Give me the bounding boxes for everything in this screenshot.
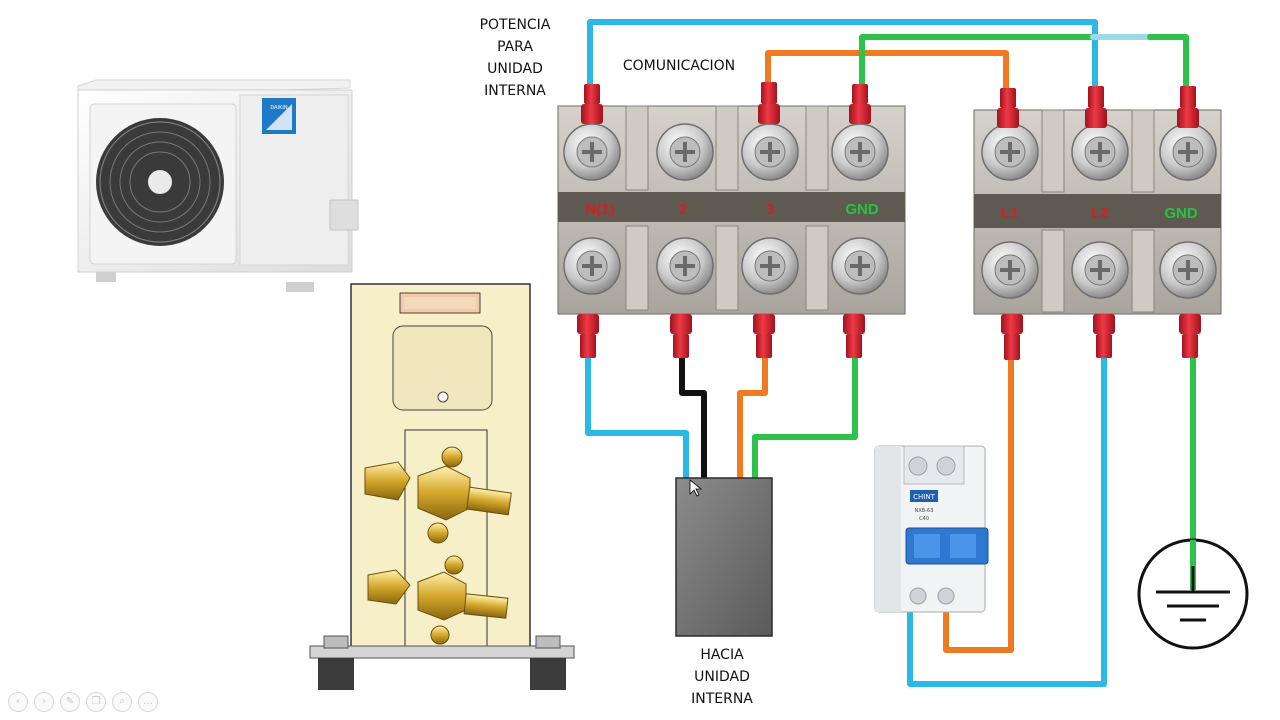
pen-icon[interactable]: ✎ (60, 692, 80, 712)
forward-icon[interactable]: › (34, 692, 54, 712)
label-potencia: POTENCIA PARA UNIDAD INTERNA (479, 17, 551, 99)
wire-green-bottom (752, 352, 858, 483)
valve-panel (309, 283, 575, 690)
svg-text:CHINT: CHINT (913, 493, 935, 501)
more-icon[interactable]: … (138, 692, 158, 712)
terminal-screw-top (1159, 123, 1217, 181)
svg-text:C40: C40 (919, 516, 929, 522)
terminal-screw-top (981, 123, 1039, 181)
ground-symbol-icon (1137, 538, 1249, 650)
terminal-label-gnd-b: GND (1164, 205, 1198, 222)
wires (585, 19, 1196, 687)
terminal-screw-bottom (831, 237, 889, 295)
crimp-connector (670, 314, 692, 358)
terminal-screw-top (656, 123, 714, 181)
terminal-labels-b: L1 L2 GND (1001, 205, 1198, 222)
crimp-connector (997, 88, 1019, 128)
svg-text:DAIKIN: DAIKIN (270, 105, 287, 111)
crimp-connector (1179, 314, 1201, 358)
terminal-screw-top (563, 123, 621, 181)
junction-box (675, 477, 773, 637)
terminal-screw-top (1071, 123, 1129, 181)
copy-icon[interactable]: ❐ (86, 692, 106, 712)
crimp-connector (843, 314, 865, 358)
wire-blue-bottom (585, 352, 689, 483)
wire-black-bottom (679, 352, 707, 483)
zoom-icon[interactable]: ⌕ (112, 692, 132, 712)
terminal-screw-bottom (741, 237, 799, 295)
crimp-connector (753, 314, 775, 358)
terminal-screw-top (741, 123, 799, 181)
terminal-label-n1: N(1) (585, 201, 614, 218)
terminal-screw-top (831, 123, 889, 181)
back-icon[interactable]: ‹ (8, 692, 28, 712)
crimp-connector (1177, 86, 1199, 128)
crimp-connector (758, 82, 780, 124)
label-comunicacion: COMUNICACION (622, 58, 736, 74)
terminal-screw-bottom (1071, 241, 1129, 299)
circuit-breaker: CHINT NXB-63 C40 (874, 445, 989, 613)
wire-orange-bottom (737, 352, 768, 483)
crimp-connector (1085, 86, 1107, 128)
crimp-connector (577, 314, 599, 358)
player-controls: ‹ › ✎ ❐ ⌕ … (8, 692, 158, 712)
crimp-connector (1001, 314, 1023, 360)
service-valve-lower (367, 555, 509, 645)
crimp-connector (849, 84, 871, 124)
terminal-screw-bottom (656, 237, 714, 295)
wire-orange-l1 (943, 352, 1014, 653)
service-valve-upper (364, 446, 512, 544)
wire-orange-top (765, 50, 1009, 93)
wire-green-top-c (1147, 34, 1189, 93)
terminal-label-2: 2 (679, 201, 687, 218)
terminal-screw-bottom (563, 237, 621, 295)
wire-blue-l2 (907, 352, 1107, 687)
crimp-connector (1093, 314, 1115, 358)
crimp-connector (581, 84, 603, 124)
chint-logo (910, 490, 938, 502)
terminal-labels-a: N(1) 2 3 GND (585, 201, 878, 218)
label-hacia-unidad-interna: HACIA UNIDAD INTERNA (691, 647, 753, 707)
terminal-label-l2: L2 (1091, 205, 1109, 222)
terminal-label-l1: L1 (1001, 205, 1019, 222)
terminal-screw-bottom (1159, 241, 1217, 299)
outdoor-unit: DAIKIN (77, 79, 359, 292)
terminal-label-3: 3 (766, 201, 774, 218)
mouse-cursor-icon (689, 479, 703, 497)
svg-text:NXB-63: NXB-63 (915, 508, 934, 514)
terminal-label-gnd-a: GND (845, 201, 879, 218)
terminal-screw-bottom (981, 241, 1039, 299)
wire-blue-top (587, 19, 1098, 93)
wire-green-top (859, 34, 1096, 93)
